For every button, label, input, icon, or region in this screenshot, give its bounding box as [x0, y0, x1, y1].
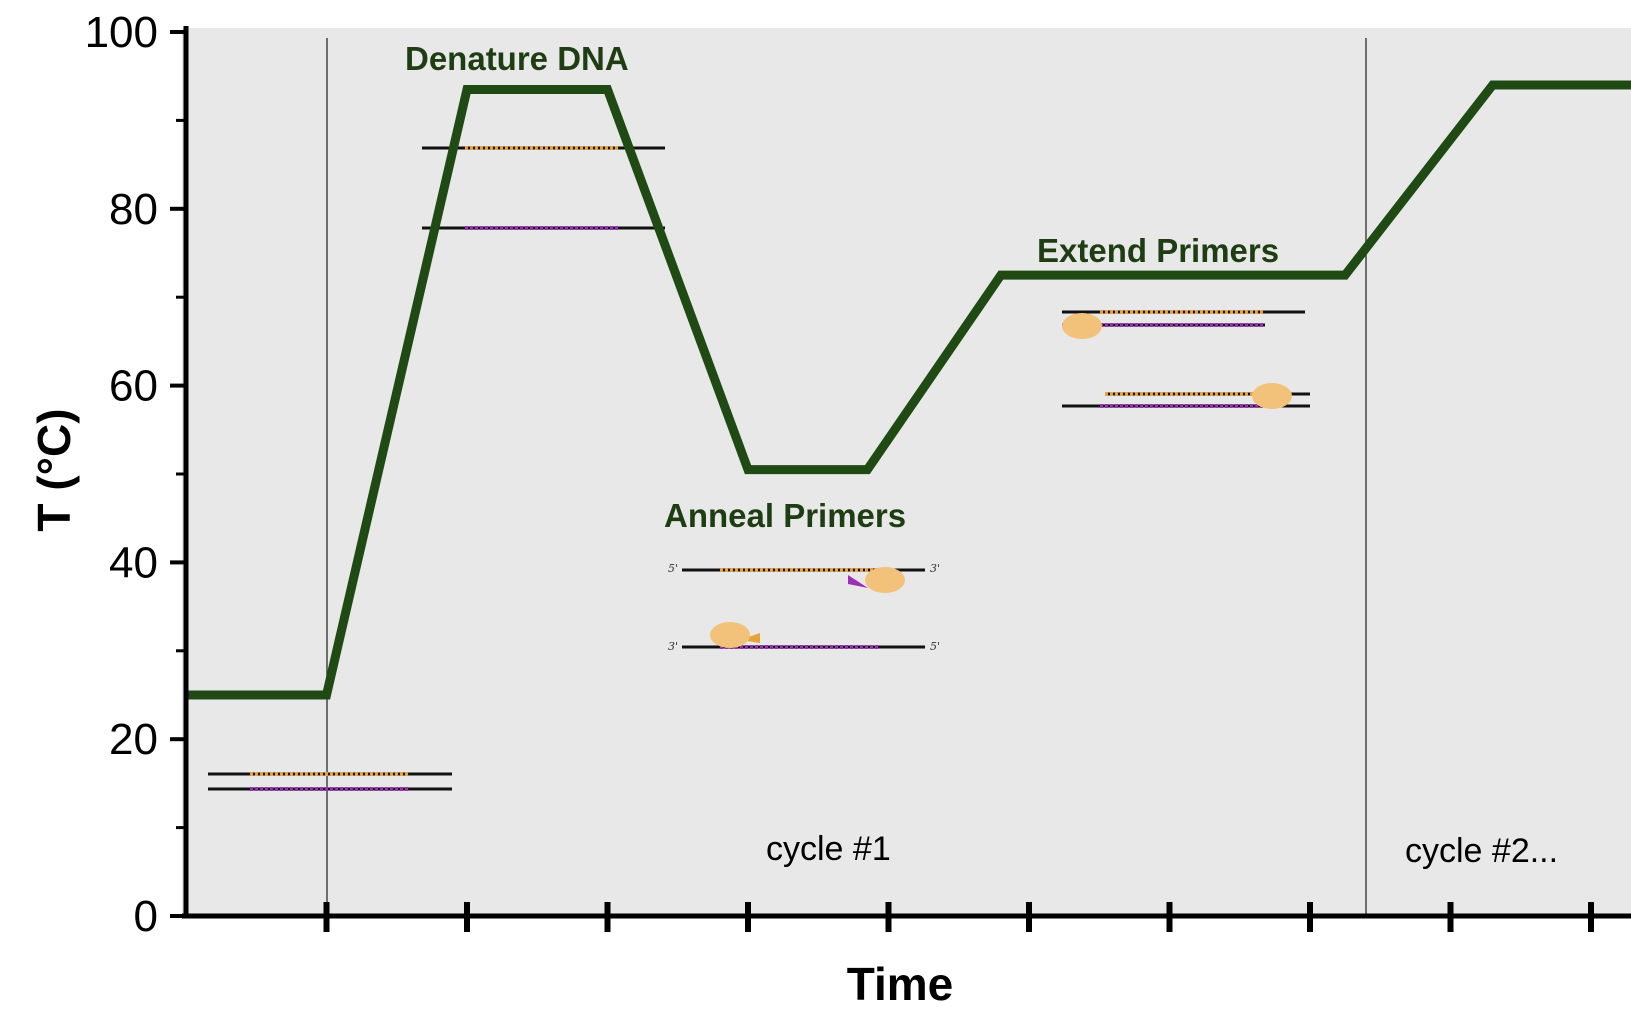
y-tick-label: 100: [85, 8, 158, 57]
annotation-cycle-1: cycle #1: [766, 830, 891, 868]
dna-diagrams: 5' 3' 3' 5': [208, 146, 1310, 791]
strand-end-label: 3': [930, 562, 940, 575]
y-axis-title: T (°C): [28, 408, 80, 531]
y-tick-label: 0: [134, 892, 158, 941]
strand-end-label: 3': [668, 640, 678, 653]
x-axis-ticks: [323, 902, 1594, 932]
strand-end-label: 5': [930, 640, 940, 653]
y-axis-ticks: 0 20 40 60 80 100: [85, 8, 186, 941]
polymerase-icon: [865, 567, 905, 593]
series-layer: [186, 80, 1631, 700]
y-tick-label: 40: [109, 538, 158, 587]
annotation-extend: Extend Primers: [1037, 232, 1279, 269]
annotation-denature: Denature DNA: [405, 40, 629, 77]
strand-end-label: 5': [668, 562, 678, 575]
x-axis-title: Time: [847, 958, 954, 1010]
primer-icon: [848, 575, 868, 588]
annotation-anneal: Anneal Primers: [664, 497, 906, 534]
y-tick-label: 80: [109, 185, 158, 234]
temperature-series-line: [186, 80, 1631, 700]
plot-background: [182, 28, 1631, 916]
polymerase-icon: [710, 622, 750, 648]
polymerase-icon: [1062, 313, 1102, 339]
annotation-cycle-2: cycle #2...: [1405, 832, 1558, 870]
polymerase-icon: [1252, 383, 1292, 409]
y-tick-label: 60: [109, 362, 158, 411]
y-tick-label: 20: [109, 715, 158, 764]
